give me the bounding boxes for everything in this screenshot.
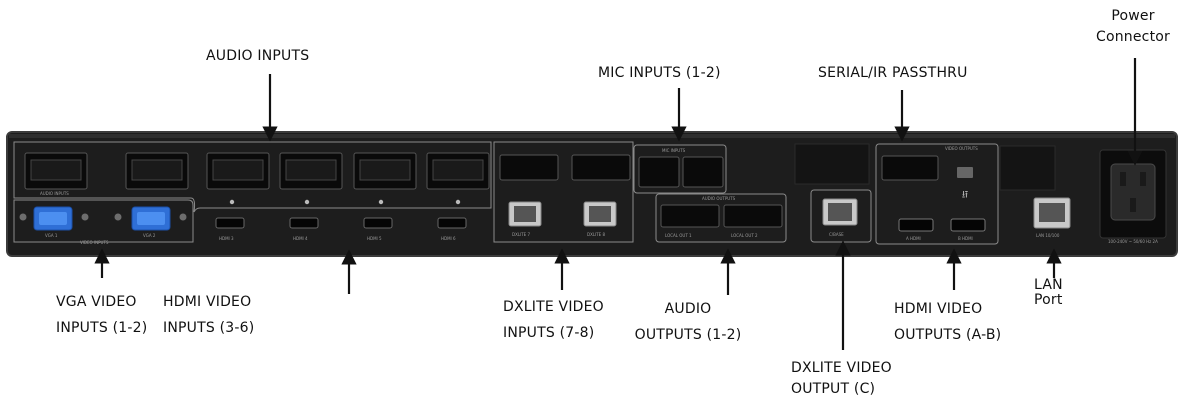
label-mic-inputs: MIC INPUTS (1-2)	[598, 65, 721, 81]
panel-print-audio-inputs: AUDIO INPUTS	[40, 191, 69, 196]
audio-output-terminal-2	[723, 204, 783, 228]
audio-outputs-bay: AUDIO OUTPUTS LOCAL OUT 1 LOCAL OUT 2	[655, 193, 787, 243]
power-inlet: 100-240V ~ 50/60 Hz 2A	[1099, 149, 1167, 244]
dxlite-inputs-bay: DXLITE 7 DXLITE 8	[493, 141, 634, 243]
panel-print-mic-inputs: MIC INPUTS	[662, 148, 686, 153]
label-dxlite-out-line-1: DXLITE VIDEO	[791, 360, 892, 376]
usb-icon: ⭿	[962, 190, 968, 201]
label-audio-outputs: AUDIO OUTPUTS (1-2)	[628, 296, 748, 348]
panel-print-vga-1: VGA 1	[45, 233, 58, 238]
terminal-block	[571, 154, 631, 181]
indicator-led	[455, 199, 461, 205]
panel-print-hdmi-b: B HDMI	[958, 236, 973, 241]
label-power-line-1: Power	[1111, 8, 1155, 24]
callout-arrows	[94, 58, 1143, 350]
label-vga-line-2: INPUTS (1-2)	[56, 320, 148, 336]
label-serial-ir-passthru: SERIAL/IR PASSTHRU	[818, 65, 968, 81]
label-lan-line-2: Port	[1034, 292, 1063, 308]
panel-print-hdmi-3: HDMI 3	[219, 236, 234, 241]
hdmi-inputs: HDMI 3 HDMI 4 HDMI 5 HDMI 6	[215, 217, 467, 241]
audio-input-terminal	[279, 152, 343, 190]
audio-input-terminal	[125, 152, 189, 190]
panel-print-lan: LAN 10/100	[1036, 233, 1060, 238]
indicator-led	[378, 199, 384, 205]
dxlite-output-socket	[828, 203, 852, 221]
audio-input-terminal	[426, 152, 490, 190]
panel-print-vga-2: VGA 2	[143, 233, 156, 238]
hdmi-input-port	[363, 217, 393, 229]
serial-ir-terminal	[881, 155, 939, 181]
label-dxlite-video-output: DXLITE VIDEO OUTPUT (C)	[791, 358, 892, 400]
panel-print-audio-outputs: AUDIO OUTPUTS	[702, 196, 736, 201]
label-dxlite-in-line-1: DXLITE VIDEO	[503, 299, 604, 315]
label-lan-port: LAN Port	[1034, 278, 1063, 308]
blank-plate	[999, 145, 1056, 191]
label-audio-out-line-1: AUDIO	[664, 301, 712, 317]
label-hdmi-out-line-1: HDMI VIDEO	[894, 301, 983, 317]
dxlite-input-port-8	[583, 201, 617, 227]
label-vga-video-inputs: VGA VIDEO INPUTS (1-2)	[56, 289, 147, 341]
panel-print-local-out-2: LOCAL OUT 2	[731, 233, 758, 238]
panel-print-hdmi-4: HDMI 4	[293, 236, 308, 241]
label-hdmi-video-inputs: HDMI VIDEO INPUTS (3-6)	[163, 289, 254, 341]
panel-print-hdmi-6: HDMI 6	[441, 236, 456, 241]
vga-port-2	[114, 206, 187, 231]
panel-print-dxlite-7: DXLITE 7	[512, 232, 530, 237]
panel-print-video-inputs: VIDEO INPUTS	[80, 240, 109, 245]
label-audio-inputs: AUDIO INPUTS	[206, 48, 310, 64]
hdmi-input-port	[289, 217, 319, 229]
panel-print-hdmi-a: A HDMI	[906, 236, 921, 241]
panel-print-power: 100-240V ~ 50/60 Hz 2A	[1108, 239, 1158, 244]
label-hdmi-video-outputs: HDMI VIDEO OUTPUTS (A-B)	[894, 296, 1001, 348]
mic-input-terminal	[638, 156, 680, 188]
audio-output-terminal-1	[660, 204, 720, 228]
label-dxlite-out-line-2: OUTPUT (C)	[791, 381, 876, 397]
mic-inputs-bay: MIC INPUTS	[633, 144, 727, 194]
indicator-led	[229, 199, 235, 205]
label-hdmi-out-line-2: OUTPUTS (A-B)	[894, 327, 1002, 343]
label-dxlite-in-line-2: INPUTS (7-8)	[503, 325, 595, 341]
hdmi-output-port-b	[950, 218, 986, 232]
audio-inputs-bay: AUDIO INPUTS	[13, 141, 492, 213]
dxlite-output-bay: C/BASE	[810, 189, 872, 243]
panel-print-video-outputs: VIDEO OUTPUTS	[945, 146, 978, 151]
label-dxlite-video-inputs: DXLITE VIDEO INPUTS (7-8)	[503, 294, 604, 346]
indicator-led	[304, 199, 310, 205]
video-outputs-bay: ⭿ VIDEO OUTPUTS A HDMI B HDMI	[875, 143, 999, 245]
terminal-block	[499, 154, 559, 181]
label-hdmi-in-line-2: INPUTS (3-6)	[163, 320, 255, 336]
hdmi-output-port-a	[898, 218, 934, 232]
usb-port	[957, 167, 973, 178]
audio-input-terminal	[353, 152, 417, 190]
lan-port: LAN 10/100	[1033, 197, 1071, 238]
label-power-line-2: Connector	[1095, 29, 1170, 45]
mic-input-terminal	[682, 156, 724, 188]
hdmi-input-port	[215, 217, 245, 229]
panel-print-hdmi-5: HDMI 5	[367, 236, 382, 241]
audio-input-terminal	[206, 152, 270, 190]
hdmi-input-port	[437, 217, 467, 229]
vga-inputs-bay: VGA 1 VGA 2 VIDEO INPUTS	[13, 199, 194, 245]
dxlite-input-port-7	[508, 201, 542, 227]
label-hdmi-in-line-1: HDMI VIDEO	[163, 294, 252, 310]
label-lan-line-1: LAN	[1034, 277, 1063, 293]
panel-print-dxlite-8: DXLITE 8	[587, 232, 605, 237]
panel-print-local-out-1: LOCAL OUT 1	[665, 233, 692, 238]
panel-print-dxlite-c: C/BASE	[829, 232, 844, 237]
label-vga-line-1: VGA VIDEO	[56, 294, 137, 310]
audio-input-terminal	[24, 152, 88, 190]
label-power-connector: Power Connector	[1088, 6, 1178, 48]
blank-plate	[794, 143, 870, 185]
label-audio-out-line-2: OUTPUTS (1-2)	[634, 327, 742, 343]
vga-port-1	[19, 206, 89, 231]
